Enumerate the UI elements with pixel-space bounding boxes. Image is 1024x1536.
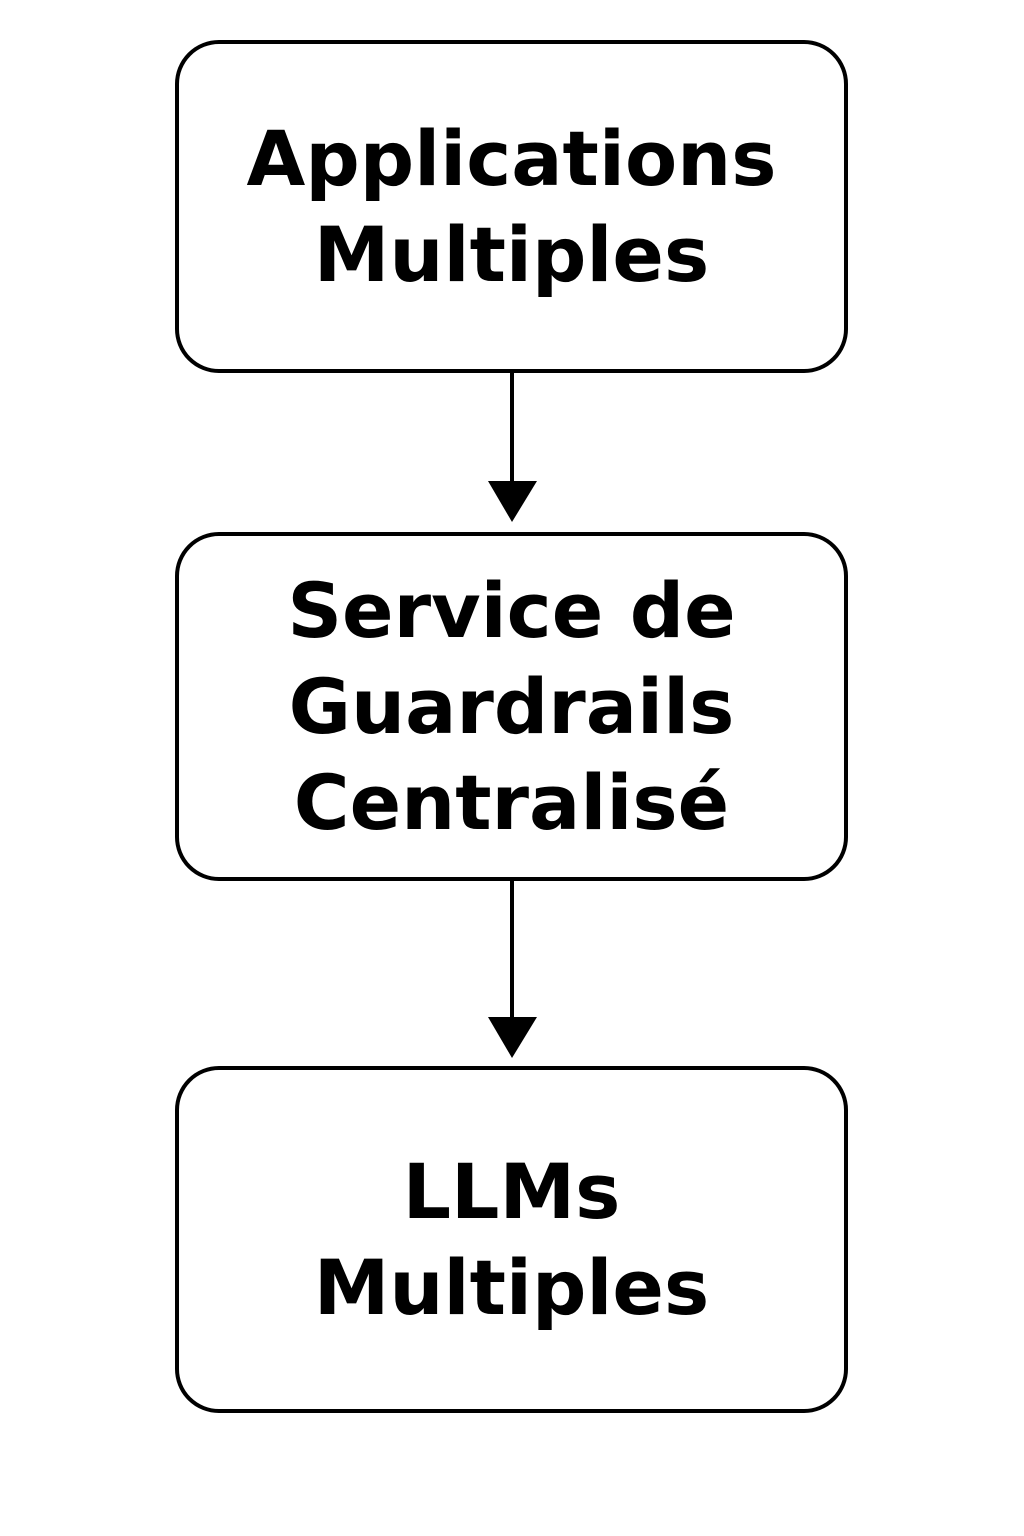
- arrow-applications-to-guardrails: [488, 373, 537, 522]
- arrow-head-icon: [488, 1017, 537, 1058]
- node-applications-multiples: Applications Multiples: [175, 40, 848, 373]
- node-label-line: Multiples: [313, 209, 710, 299]
- node-label-line: Centralisé: [293, 757, 730, 847]
- node-label-line: LLMs: [402, 1146, 621, 1236]
- node-service-guardrails-centralise: Service de Guardrails Centralisé: [175, 532, 848, 881]
- node-llms-multiples: LLMs Multiples: [175, 1066, 848, 1413]
- node-label-line: Applications: [246, 113, 777, 203]
- node-label-line: Service de: [287, 565, 736, 655]
- node-label-line: Multiples: [313, 1242, 710, 1332]
- arrow-head-icon: [488, 481, 537, 522]
- node-label-line: Guardrails: [288, 661, 735, 751]
- arrow-guardrails-to-llms: [488, 881, 537, 1058]
